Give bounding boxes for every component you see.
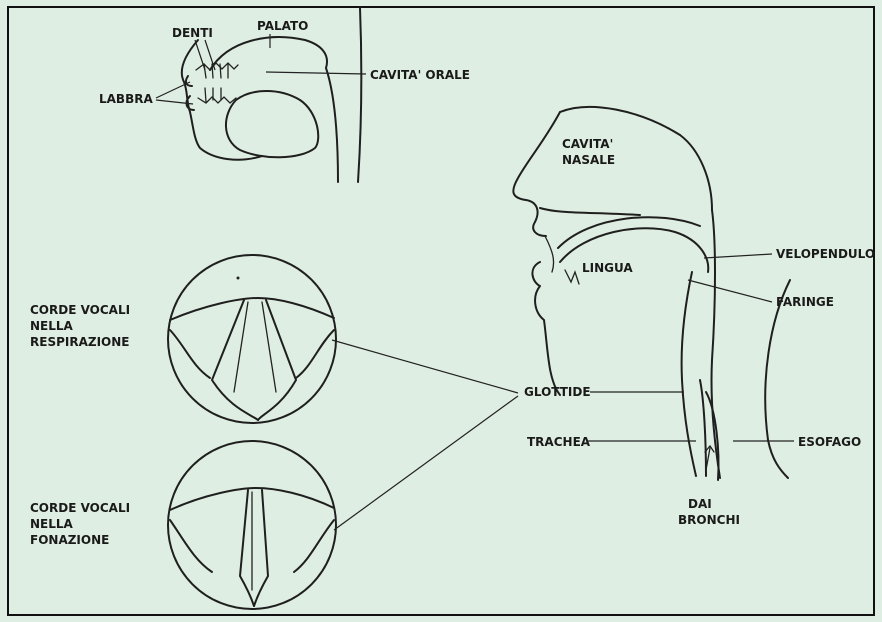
- label-esofago: ESOFAGO: [798, 435, 861, 449]
- label-dai-bronchi-2: BRONCHI: [678, 513, 740, 527]
- label-labbra: LABBRA: [99, 92, 153, 106]
- label-palato: PALATO: [257, 19, 308, 33]
- label-respirazione-3: RESPIRAZIONE: [30, 335, 129, 349]
- label-cavita-nasale-1: CAVITA': [562, 137, 613, 151]
- label-velopendulo: VELOPENDULO: [776, 247, 875, 261]
- label-glottide: GLOTTIDE: [524, 385, 591, 399]
- label-trachea: TRACHEA: [527, 435, 591, 449]
- label-faringe: FARINGE: [776, 295, 834, 309]
- label-fonazione-2: NELLA: [30, 517, 74, 531]
- label-dai-bronchi-1: DAI: [688, 497, 712, 511]
- label-denti: DENTI: [172, 26, 213, 40]
- label-fonazione-3: FONAZIONE: [30, 533, 109, 547]
- label-cavita-nasale-2: NASALE: [562, 153, 615, 167]
- label-lingua: LINGUA: [582, 261, 633, 275]
- label-cavita-orale: CAVITA' ORALE: [370, 68, 470, 82]
- label-respirazione-1: CORDE VOCALI: [30, 303, 130, 317]
- label-respirazione-2: NELLA: [30, 319, 74, 333]
- label-fonazione-1: CORDE VOCALI: [30, 501, 130, 515]
